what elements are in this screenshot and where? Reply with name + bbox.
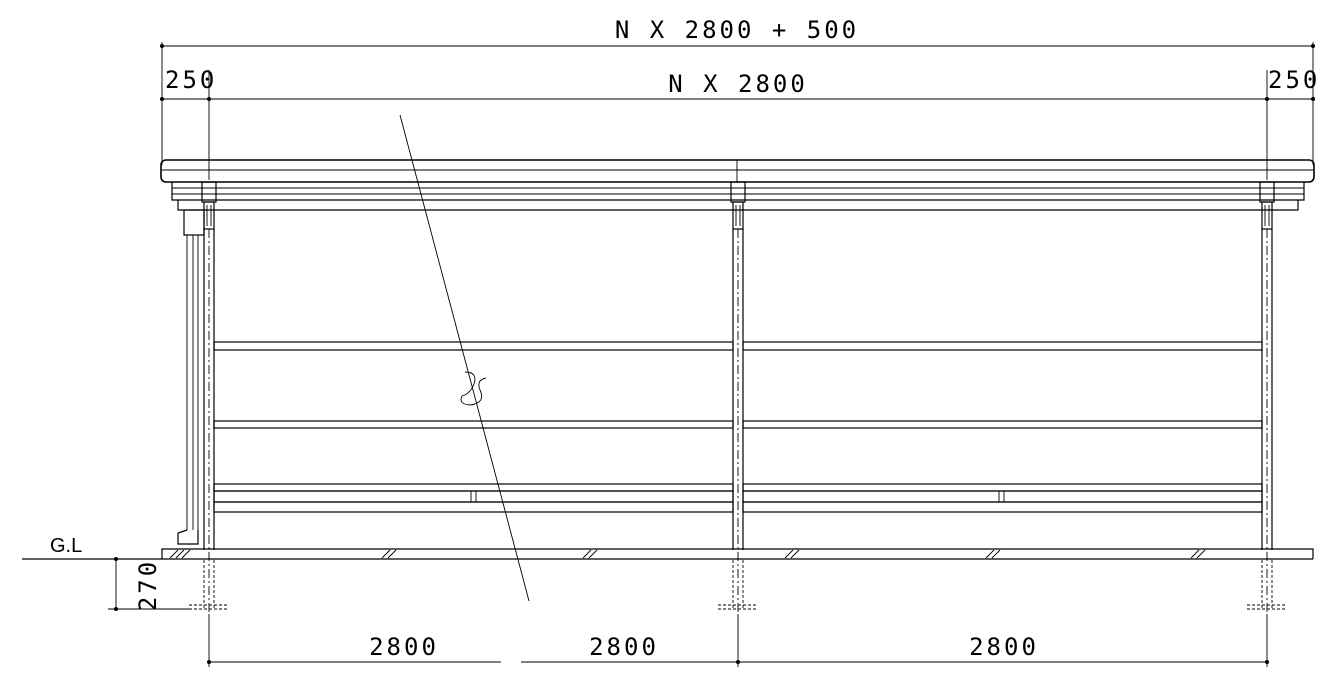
span-dimension: 250 N X 2800 250	[160, 66, 1319, 180]
embed-depth-dimension: 270	[108, 557, 190, 611]
embed-depth-label: 270	[134, 559, 162, 611]
right-overhang-label: 250	[1268, 66, 1319, 94]
break-line	[399, 114, 530, 602]
left-overhang-label: 250	[165, 66, 217, 94]
post-left	[189, 181, 228, 612]
ground-level-label: G.L	[50, 535, 82, 557]
bottom-span-dimensions: 2800 2800 2800	[207, 614, 1269, 667]
downspout	[177, 209, 205, 545]
span-total-label: N X 2800	[668, 70, 808, 98]
overall-width-label: N X 2800 + 500	[615, 16, 859, 44]
ground-slab: G.L	[22, 535, 1314, 560]
post-right	[1247, 181, 1286, 612]
rail-middle	[213, 420, 1263, 429]
rail-lower	[213, 483, 1263, 513]
overall-width-dimension: N X 2800 + 500	[160, 16, 1315, 165]
post-center	[718, 181, 757, 612]
rail-upper	[213, 341, 1263, 351]
bottom-span-1-label: 2800	[369, 633, 439, 661]
bottom-span-2-label: 2800	[589, 633, 659, 661]
bottom-span-3-label: 2800	[969, 633, 1039, 661]
